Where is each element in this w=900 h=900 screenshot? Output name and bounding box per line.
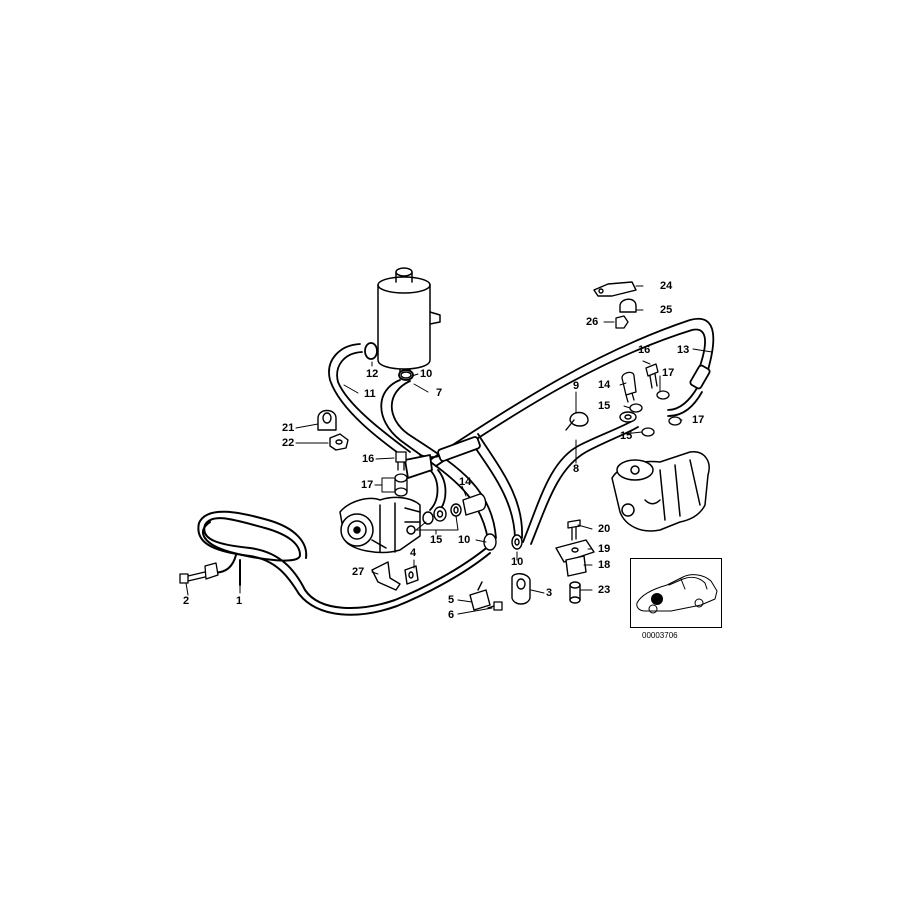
screw-20[interactable] (567, 519, 581, 541)
callout-2[interactable]: 2 (183, 595, 190, 607)
banjo-bolt-16-right[interactable] (645, 363, 659, 389)
callout-12[interactable]: 12 (366, 368, 379, 380)
callout-13[interactable]: 13 (677, 344, 690, 356)
clip-4[interactable] (404, 565, 419, 585)
return-line-cooler-loop[interactable] (197, 510, 491, 616)
callout-16-left[interactable]: 16 (362, 453, 375, 465)
callout-4[interactable]: 4 (410, 547, 417, 559)
nut-22[interactable] (329, 433, 349, 451)
callout-21[interactable]: 21 (282, 422, 295, 434)
callout-15-left[interactable]: 15 (430, 534, 443, 546)
banjo-bolt-16-left[interactable] (394, 451, 408, 497)
oil-reservoir[interactable] (377, 267, 441, 379)
bracket-24[interactable] (593, 281, 637, 297)
callout-7[interactable]: 7 (436, 387, 443, 399)
callout-14-left[interactable]: 14 (459, 476, 472, 488)
callout-10-right[interactable]: 10 (511, 556, 524, 568)
callout-5[interactable]: 5 (448, 594, 455, 606)
bolt-6[interactable] (487, 601, 503, 611)
callout-15-right-upper[interactable]: 15 (598, 400, 611, 412)
bracket-27[interactable] (371, 561, 401, 591)
callout-14-right[interactable]: 14 (598, 379, 611, 391)
callout-25[interactable]: 25 (660, 304, 673, 316)
sealing-ring-17-b[interactable] (668, 416, 682, 426)
power-steering-pump[interactable] (339, 496, 421, 554)
sealing-ring-17-a[interactable] (656, 390, 670, 400)
hose-11[interactable] (328, 342, 411, 459)
clamp-21[interactable] (317, 409, 337, 431)
sleeve-23[interactable] (569, 581, 581, 604)
vehicle-location-inset[interactable] (630, 558, 722, 628)
callout-16-right[interactable]: 16 (638, 344, 651, 356)
sealing-ring-15-upper[interactable] (629, 403, 643, 413)
callout-3[interactable]: 3 (546, 587, 553, 599)
callout-10-upper[interactable]: 10 (420, 368, 433, 380)
nut-26[interactable] (615, 315, 629, 329)
callout-1[interactable]: 1 (236, 595, 243, 607)
callout-18[interactable]: 18 (598, 559, 611, 571)
callout-10-lower[interactable]: 10 (458, 534, 471, 546)
callout-27[interactable]: 27 (352, 566, 365, 578)
rubber-damper-18[interactable] (565, 555, 587, 577)
callout-26[interactable]: 26 (586, 316, 599, 328)
callout-17-right-upper[interactable]: 17 (662, 367, 675, 379)
callout-9[interactable]: 9 (573, 380, 580, 392)
callout-15-right-lower[interactable]: 15 (620, 430, 633, 442)
callout-6[interactable]: 6 (448, 609, 455, 621)
holder-5[interactable] (469, 581, 491, 611)
sealing-ring-15-lower[interactable] (641, 427, 655, 437)
callout-8[interactable]: 8 (573, 463, 580, 475)
bolt-2[interactable] (179, 562, 219, 584)
callout-17-right-lower[interactable]: 17 (692, 414, 705, 426)
banjo-fitting-14-15[interactable] (422, 493, 487, 525)
hose-clamp-9[interactable] (565, 411, 589, 431)
car-silhouette-icon (636, 574, 718, 614)
callout-23[interactable]: 23 (598, 584, 611, 596)
steering-gear-box[interactable] (611, 451, 710, 532)
callout-22[interactable]: 22 (282, 437, 295, 449)
callout-11[interactable]: 11 (364, 388, 376, 400)
callout-17-left[interactable]: 17 (361, 479, 374, 491)
hose-clamp-10-right[interactable] (511, 534, 523, 550)
hose-clamp-10-upper[interactable] (400, 371, 412, 379)
banjo-fitting-gear-inlet[interactable] (619, 411, 637, 423)
diagram-reference-code: 00003706 (642, 631, 678, 640)
callout-24[interactable]: 24 (660, 280, 673, 292)
clamp-25[interactable] (619, 298, 637, 313)
rubber-mount-3[interactable] (511, 573, 531, 605)
callout-20[interactable]: 20 (598, 523, 611, 535)
banjo-bolt-14-right[interactable] (621, 371, 637, 403)
callout-19[interactable]: 19 (598, 543, 611, 555)
leader-lines (185, 285, 713, 615)
holder-19[interactable] (555, 539, 595, 563)
